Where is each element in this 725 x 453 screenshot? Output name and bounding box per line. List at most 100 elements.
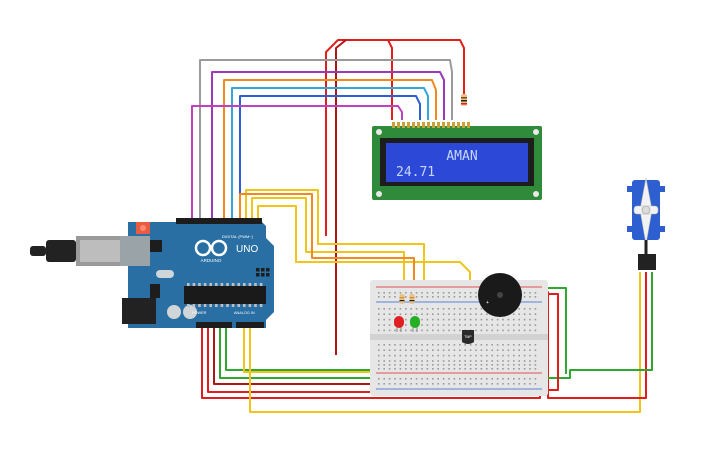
lcd-line-1: AMAN	[446, 149, 477, 164]
breadboard-hole	[480, 308, 483, 310]
breadboard-hole	[437, 378, 439, 380]
breadboard-hole	[442, 364, 445, 366]
breadboard-hole	[523, 313, 526, 315]
breadboard-hole	[464, 383, 466, 385]
breadboard-hole	[399, 308, 402, 310]
breadboard-hole	[529, 378, 531, 380]
breadboard-hole	[453, 378, 456, 380]
breadboard-hole	[459, 360, 461, 362]
breadboard-hole	[378, 324, 380, 326]
breadboard-hole	[432, 318, 434, 321]
breadboard-hole	[469, 296, 472, 298]
breadboard-hole	[459, 296, 461, 298]
breadboard-hole	[475, 383, 477, 385]
breadboard-hole	[405, 364, 407, 366]
breadboard-hole	[523, 349, 526, 351]
breadboard-hole	[469, 354, 472, 357]
breadboard-hole	[437, 364, 439, 366]
breadboard-hole	[513, 318, 515, 321]
breadboard-hole	[405, 324, 407, 326]
lcd-pin	[452, 122, 455, 128]
breadboard-hole	[518, 378, 520, 380]
breadboard-hole	[394, 368, 396, 370]
breadboard-hole	[491, 318, 493, 321]
breadboard-hole	[410, 378, 412, 380]
breadboard-hole	[534, 344, 537, 346]
breadboard-hole	[529, 292, 531, 294]
breadboard-hole	[399, 349, 402, 351]
wire-gray-lcd	[199, 59, 453, 218]
breadboard-hole	[405, 354, 407, 357]
breadboard-hole	[383, 318, 385, 321]
arduino-uno-board[interactable]: ARDUINO UNO DIGITAL (PWM~) POWER ANALOG …	[30, 218, 274, 328]
breadboard-hole	[475, 292, 477, 294]
lcd-pin	[432, 122, 435, 128]
breadboard-hole	[469, 368, 472, 370]
breadboard-hole	[432, 292, 434, 294]
piezo-buzzer[interactable]: +	[478, 273, 522, 317]
breadboard-hole	[388, 360, 391, 362]
breadboard-hole	[513, 368, 515, 370]
breadboard-hole	[383, 364, 385, 366]
breadboard-hole	[437, 324, 439, 326]
breadboard-hole	[480, 329, 483, 332]
breadboard-hole	[502, 354, 504, 357]
breadboard-hole	[410, 364, 412, 366]
breadboard-hole	[421, 292, 423, 294]
breadboard-hole	[426, 344, 429, 346]
temperature-sensor[interactable]: TMP	[462, 330, 474, 344]
chip-leg	[215, 304, 218, 307]
breadboard-hole	[464, 349, 466, 351]
breadboard-hole	[421, 296, 423, 298]
breadboard-hole	[529, 313, 531, 315]
breadboard-hole	[502, 378, 504, 380]
breadboard-hole	[442, 308, 445, 310]
wire-purple-lcd	[211, 71, 445, 218]
power-header	[196, 322, 232, 328]
lcd-hole	[533, 129, 539, 135]
chip-leg	[231, 304, 235, 307]
breadboard-hole	[496, 378, 499, 380]
breadboard-hole	[383, 344, 385, 346]
breadboard-hole	[475, 349, 477, 351]
lcd-module[interactable]: AMAN 24.71	[372, 122, 542, 200]
usb-chip	[150, 240, 162, 252]
breadboard-hole	[399, 344, 402, 346]
breadboard-hole	[442, 318, 445, 321]
breadboard-hole	[491, 360, 493, 362]
breadboard-hole	[518, 360, 520, 362]
breadboard-hole	[502, 344, 504, 346]
breadboard-hole	[437, 329, 439, 332]
arduino-analog-label: ANALOG IN	[234, 311, 255, 315]
breadboard-hole	[399, 364, 402, 366]
breadboard-hole	[442, 368, 445, 370]
digital-header	[176, 218, 262, 224]
breadboard-hole	[486, 354, 488, 357]
breadboard-hole	[405, 349, 407, 351]
breadboard-hole	[399, 360, 402, 362]
breadboard-hole	[405, 329, 407, 332]
breadboard-hole	[534, 292, 537, 294]
breadboard-hole	[378, 318, 380, 321]
breadboard-hole	[453, 324, 456, 326]
breadboard-hole	[534, 360, 537, 362]
lcd-pin	[457, 122, 460, 128]
breadboard-hole	[486, 344, 488, 346]
breadboard-hole	[432, 383, 434, 385]
breadboard-hole	[507, 378, 510, 380]
wire-green-gnd-2	[225, 326, 372, 371]
servo-motor[interactable]	[627, 177, 665, 270]
breadboard-hole	[475, 364, 477, 366]
wire-orange-2	[239, 193, 415, 296]
wire-yellow-2	[251, 197, 405, 296]
breadboard-hole	[415, 368, 418, 370]
breadboard-hole	[405, 308, 407, 310]
breadboard-hole	[432, 354, 434, 357]
breadboard-hole	[502, 364, 504, 366]
breadboard-hole	[491, 349, 493, 351]
chip-leg	[248, 304, 252, 307]
breadboard-hole	[388, 368, 391, 370]
breadboard-hole	[475, 329, 477, 332]
breadboard-hole	[475, 296, 477, 298]
breadboard-hole	[405, 360, 407, 362]
